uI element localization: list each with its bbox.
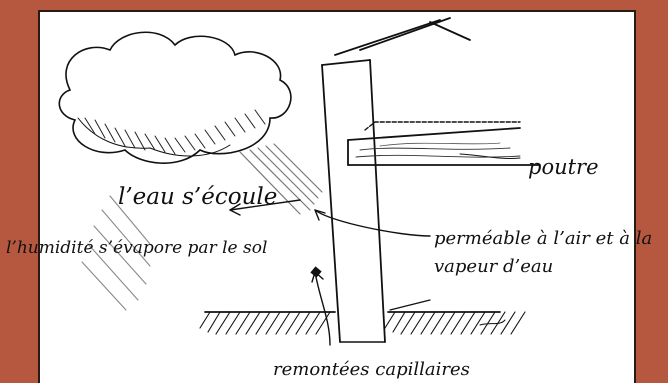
capillary-arrow bbox=[315, 272, 330, 345]
arrows bbox=[230, 154, 520, 345]
label-beam: poutre bbox=[528, 157, 599, 178]
label-permeable-line2: vapeur d’eau bbox=[434, 258, 553, 276]
label-capillary: remontées capillaires bbox=[271, 361, 472, 379]
label-evaporation: l’humidité s’évapore par le sol bbox=[6, 240, 267, 257]
post bbox=[322, 18, 470, 342]
label-water-runoff: l’eau s’écoule bbox=[118, 186, 277, 209]
cloud bbox=[59, 32, 291, 163]
label-permeable-line1: perméable à l’air et à la bbox=[434, 230, 652, 248]
ground bbox=[200, 300, 525, 342]
